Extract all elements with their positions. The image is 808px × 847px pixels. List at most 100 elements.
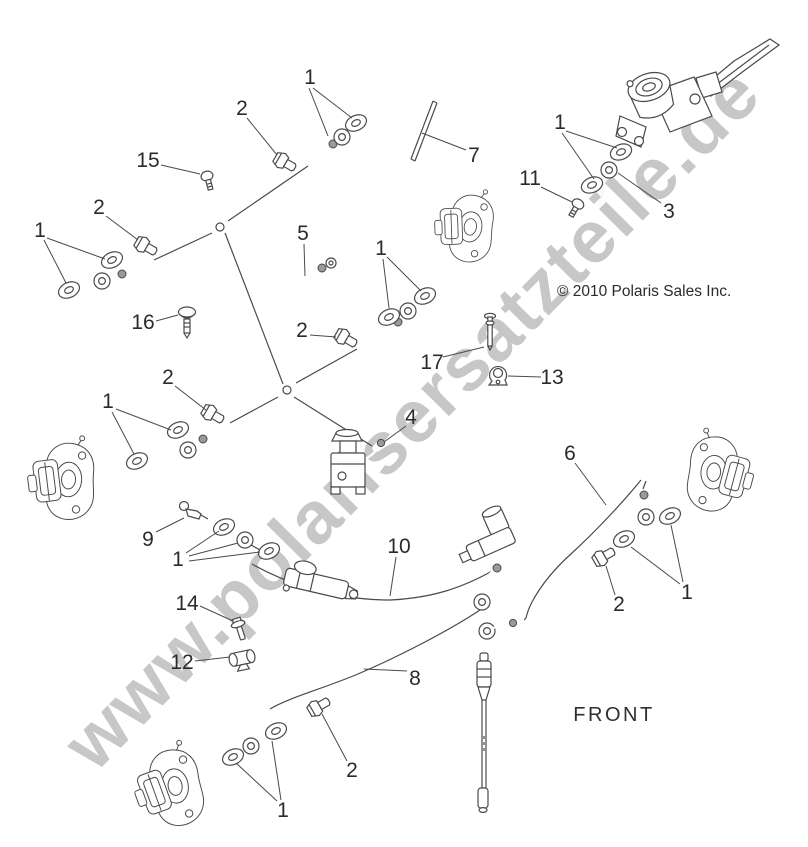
callout-number-2: 2 xyxy=(93,196,105,219)
banjo-fitting xyxy=(333,128,351,146)
callout-leader-line xyxy=(565,130,618,149)
callout-leader-line xyxy=(246,117,278,156)
washer xyxy=(98,247,126,273)
callout-number-9: 9 xyxy=(142,528,154,551)
bolt-14 xyxy=(230,616,246,641)
banjo-bolt xyxy=(198,401,228,428)
callout-number-1: 1 xyxy=(102,390,114,413)
hose-5 xyxy=(287,257,337,289)
callout-number-1: 1 xyxy=(172,548,184,571)
callout-number-3: 3 xyxy=(663,200,675,223)
front-direction-label: FRONT xyxy=(573,704,654,726)
washer xyxy=(210,514,238,540)
banjo-bolt xyxy=(304,693,334,720)
callout-number-1: 1 xyxy=(375,237,387,260)
callout-number-15: 15 xyxy=(136,149,159,172)
banjo-bolt xyxy=(589,543,619,570)
callout-number-8: 8 xyxy=(409,667,421,690)
callout-leader-line xyxy=(383,425,407,443)
brake-line-8 xyxy=(269,609,481,710)
callout-leader-line xyxy=(389,556,397,597)
washer xyxy=(262,718,290,744)
callout-number-13: 13 xyxy=(540,366,563,389)
fitting-9 xyxy=(178,500,209,520)
callout-leader-line xyxy=(199,605,234,622)
banjo-fitting-3 xyxy=(600,161,618,179)
callout-number-6: 6 xyxy=(564,442,576,465)
callout-leader-line xyxy=(105,215,139,241)
front-brake-line-upper xyxy=(55,110,370,303)
callout-number-10: 10 xyxy=(387,535,410,558)
handlebar-master-cylinder xyxy=(565,38,781,220)
bleeder-bolt-15 xyxy=(199,169,218,192)
washer xyxy=(55,277,83,303)
hose-nut xyxy=(198,434,208,444)
callout-leader-line xyxy=(174,385,207,411)
callout-number-2: 2 xyxy=(613,593,625,616)
callout-leader-line xyxy=(308,87,329,137)
reservoir xyxy=(293,560,317,576)
callout-leader-line xyxy=(46,237,106,260)
master-cylinder-right xyxy=(458,505,525,640)
washer xyxy=(411,283,439,309)
callout-leader-line xyxy=(321,713,348,762)
hose-nut xyxy=(328,139,338,149)
copyright-notice: © 2010 Polaris Sales Inc. xyxy=(557,283,731,300)
callout-number-2: 2 xyxy=(296,319,308,342)
callout-leader-line xyxy=(155,517,185,533)
banjo-fitting xyxy=(93,272,111,290)
callout-leader-line xyxy=(507,375,542,378)
brake-line-6 xyxy=(523,479,642,621)
callout-leader-line xyxy=(235,762,278,802)
callout-leader-line xyxy=(194,656,231,662)
brake-line-tee-link xyxy=(224,232,284,385)
callout-number-1: 1 xyxy=(277,799,289,822)
callout-leader-line xyxy=(155,314,179,322)
vent-fitting-16 xyxy=(177,306,197,340)
callout-leader-line xyxy=(185,530,220,554)
caliper-right xyxy=(684,426,761,516)
callout-number-7: 7 xyxy=(468,144,480,167)
banjo-fitting xyxy=(637,508,655,526)
hose-clamp-13 xyxy=(487,365,508,386)
callout-number-4: 4 xyxy=(405,406,417,429)
master-cylinder-left xyxy=(282,560,359,600)
callout-number-16: 16 xyxy=(131,311,154,334)
front-brake-line-middle xyxy=(123,283,439,474)
callout-number-2: 2 xyxy=(346,759,358,782)
caliper-mount-top xyxy=(427,182,499,266)
callout-leader-line xyxy=(309,334,337,338)
callout-leader-line xyxy=(386,256,422,292)
banjo-fitting xyxy=(179,441,197,459)
hose-6-fittings xyxy=(589,480,684,570)
callout-number-12: 12 xyxy=(170,651,193,674)
callout-leader-line xyxy=(670,524,684,583)
callout-leader-line xyxy=(188,542,239,557)
callout-leader-line xyxy=(630,546,681,585)
callout-number-1: 1 xyxy=(554,111,566,134)
callout-leader-line xyxy=(605,565,616,596)
callout-leader-line xyxy=(574,462,607,506)
banjo-fitting xyxy=(478,622,496,640)
banjo-fitting xyxy=(399,302,417,320)
callout-number-5: 5 xyxy=(297,222,309,245)
reservoir xyxy=(626,71,675,119)
callout-leader-line xyxy=(421,132,467,151)
callout-leader-line xyxy=(540,186,573,203)
callout-leader-line xyxy=(382,258,390,309)
callout-number-1: 1 xyxy=(304,66,316,89)
callout-number-17: 17 xyxy=(420,351,443,374)
tee-fitting xyxy=(196,205,244,249)
callout-leader-line xyxy=(115,408,172,431)
diagram-line-art xyxy=(22,38,781,834)
tee-fitting xyxy=(263,368,311,412)
callout-leader-line xyxy=(363,668,408,672)
callout-number-14: 14 xyxy=(175,592,199,615)
brake-lever xyxy=(703,38,781,97)
caliper-left xyxy=(22,432,98,522)
washer xyxy=(164,417,192,443)
callout-leader-line xyxy=(303,243,306,277)
